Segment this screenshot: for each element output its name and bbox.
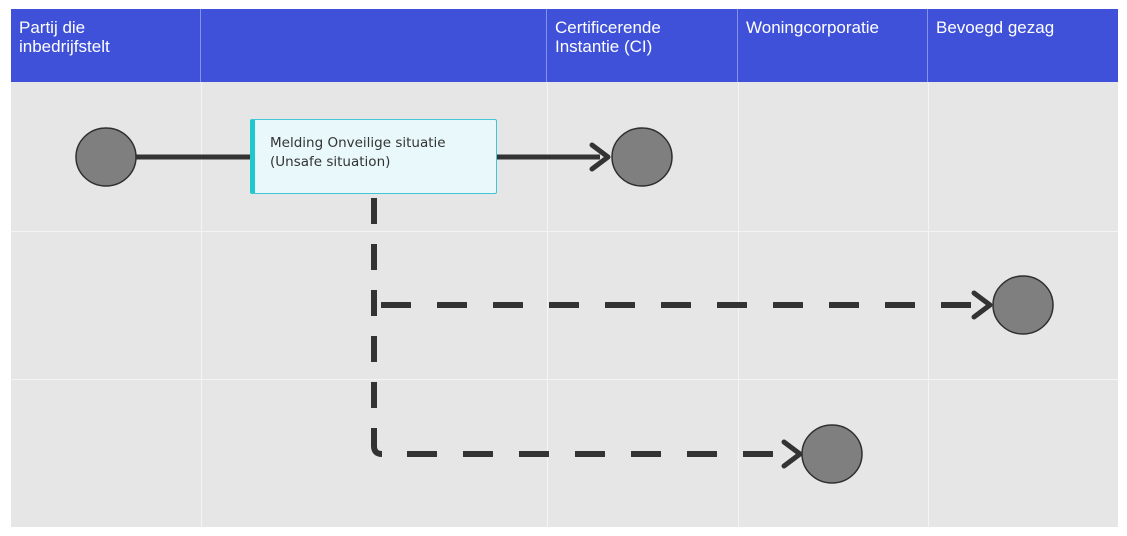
lane-divider: [928, 82, 929, 527]
dashed-connector-corner: [371, 445, 383, 457]
activity-label-line2: (Unsafe situation): [270, 154, 391, 170]
lane-header-party-line2: inbedrijfstelt: [19, 37, 110, 56]
start-node[interactable]: [75, 127, 137, 187]
lane-header-authority-line1: Bevoegd gezag: [936, 18, 1055, 37]
lane-header-ci-line2: Instantie (CI): [555, 37, 653, 56]
lane-header-housing: Woningcorporatie: [738, 9, 928, 82]
row-divider: [11, 379, 1118, 380]
lane-header-party-line1: Partij die: [19, 18, 86, 37]
lane-divider: [547, 82, 548, 527]
housing-node[interactable]: [801, 424, 863, 484]
arrowhead-housing: [781, 439, 803, 469]
row-divider: [11, 231, 1118, 232]
lane-header-ci-line1: Certificerende: [555, 18, 661, 37]
activity-unsafe-situation[interactable]: Melding Onveilige situatie (Unsafe situa…: [250, 119, 497, 194]
arrowhead-authority: [971, 290, 993, 320]
activity-label-line1: Melding Onveilige situatie: [270, 135, 446, 151]
arrowhead-ci: [589, 142, 611, 172]
authority-node[interactable]: [992, 275, 1054, 335]
lane-header-ci: Certificerende Instantie (CI): [547, 9, 738, 82]
lane-header-row: Partij die inbedrijfstelt Certificerende…: [11, 9, 1118, 82]
lane-header-authority: Bevoegd gezag: [928, 9, 1118, 82]
lane-header-empty: [201, 9, 547, 82]
ci-node[interactable]: [611, 127, 673, 187]
lane-header-party: Partij die inbedrijfstelt: [11, 9, 201, 82]
lane-divider: [201, 82, 202, 527]
lane-header-housing-line1: Woningcorporatie: [746, 18, 879, 37]
